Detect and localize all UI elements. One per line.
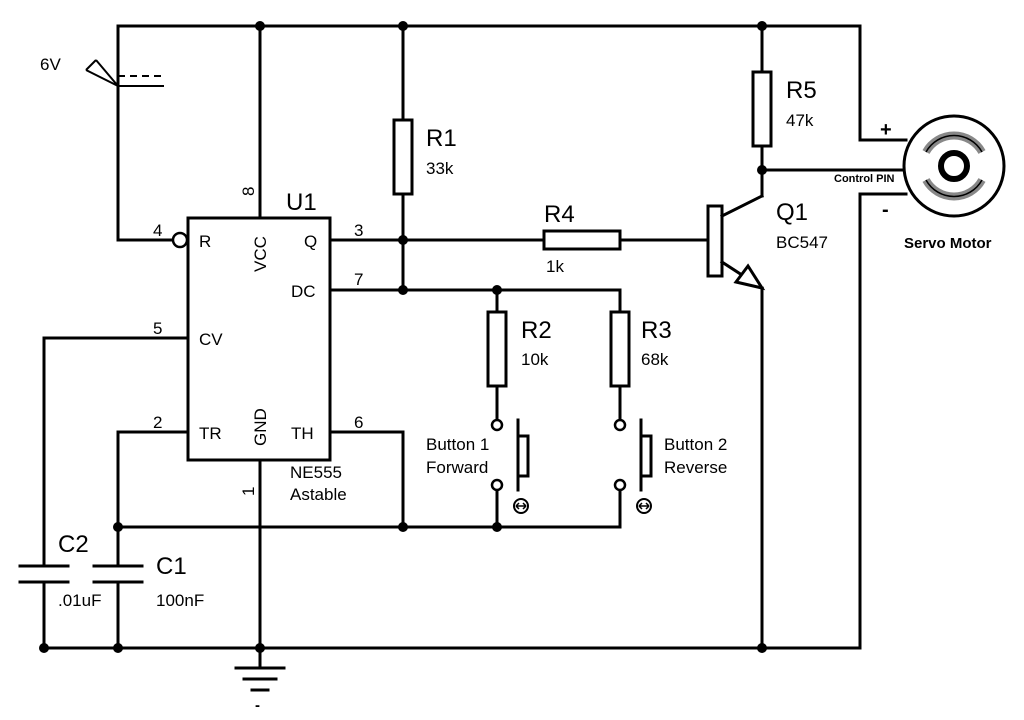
r1-value: 33k <box>426 159 454 178</box>
emitter-arrow <box>733 263 766 291</box>
pin-num-7: 7 <box>354 270 363 289</box>
q1-part: BC547 <box>776 233 828 252</box>
ic-555: U1 NE555 Astable R Q DC CV TR TH VCC GND… <box>153 187 363 504</box>
junction-dot <box>398 21 408 31</box>
capacitor-c2: C2 .01uF <box>18 531 101 610</box>
r1-ref: R1 <box>426 125 457 152</box>
button-2-label: Button 2 <box>664 435 727 454</box>
junction-dot <box>255 21 265 31</box>
servo-motor-label: Servo Motor <box>904 235 992 252</box>
pin-num-5: 5 <box>153 319 162 338</box>
button-2-switch: Button 2 Reverse <box>613 418 727 514</box>
r2-value: 10k <box>521 350 549 369</box>
junction-dot <box>39 643 49 653</box>
resistor-r2: R2 10k <box>486 310 552 388</box>
transistor-q1: Q1 BC547 <box>706 193 828 291</box>
motor-minus-label: - <box>882 199 889 221</box>
junction-dot <box>113 643 123 653</box>
motor-plus-label: + <box>880 119 892 141</box>
pin-num-8: 8 <box>239 187 258 196</box>
r4-ref: R4 <box>544 201 575 228</box>
button-1-switch: Button 1 Forward <box>426 418 530 514</box>
junction-dot <box>757 643 767 653</box>
c1-value: 100nF <box>156 591 204 610</box>
ic-part: NE555 <box>290 463 342 482</box>
ground-label: - <box>255 697 260 714</box>
junction-dot <box>492 522 502 532</box>
pin-num-6: 6 <box>354 413 363 432</box>
resistor-r4: R4 1k <box>542 201 622 276</box>
r3-ref: R3 <box>641 317 672 344</box>
wires <box>42 24 908 670</box>
supply-6v: 6V <box>40 55 164 87</box>
junction-dot <box>757 21 767 31</box>
button-2-direction: Reverse <box>664 458 727 477</box>
junction-dot <box>492 285 502 295</box>
supply-label: 6V <box>40 55 61 74</box>
r5-ref: R5 <box>786 77 817 104</box>
r4-value: 1k <box>546 257 564 276</box>
pin-num-1: 1 <box>239 487 258 496</box>
r2-ref: R2 <box>521 317 552 344</box>
pin-num-4: 4 <box>153 221 162 240</box>
r3-value: 68k <box>641 350 669 369</box>
junction-dot <box>757 165 767 175</box>
reset-inversion-bubble <box>171 231 189 249</box>
ic-ref: U1 <box>286 189 317 216</box>
q1-ref: Q1 <box>776 199 808 226</box>
ic-mode: Astable <box>290 485 347 504</box>
pin-name-q: Q <box>304 232 317 251</box>
button-2-actuator-icon <box>636 498 652 514</box>
c1-ref: C1 <box>156 553 187 580</box>
junctions <box>39 21 767 653</box>
resistor-r3: R3 68k <box>609 310 672 388</box>
pin-name-gnd: GND <box>251 408 270 446</box>
junction-dot <box>398 285 408 295</box>
junction-dot <box>398 522 408 532</box>
pin-num-3: 3 <box>354 221 363 240</box>
c2-value: .01uF <box>58 591 101 610</box>
pin-name-r: R <box>199 232 211 251</box>
pin-name-vcc: VCC <box>251 236 270 272</box>
pin-num-2: 2 <box>153 413 162 432</box>
control-pin-label: Control PIN <box>834 173 895 185</box>
pin-name-cv: CV <box>199 330 223 349</box>
pin-name-th: TH <box>291 424 314 443</box>
button-1-label: Button 1 <box>426 435 489 454</box>
c2-ref: C2 <box>58 531 89 558</box>
pin-name-dc: DC <box>291 282 316 301</box>
capacitor-c1: C1 100nF <box>92 553 204 610</box>
junction-dot <box>398 235 408 245</box>
junction-dot <box>113 522 123 532</box>
resistor-r1: R1 33k <box>392 118 457 196</box>
button-1-direction: Forward <box>426 458 488 477</box>
pin-name-tr: TR <box>199 424 222 443</box>
ground-symbol: - <box>234 666 286 714</box>
button-1-actuator-icon <box>513 498 529 514</box>
r5-value: 47k <box>786 111 814 130</box>
servo-motor: Servo Motor Control PIN + - <box>834 114 1006 252</box>
ic-body <box>186 216 332 462</box>
resistor-r5: R5 47k <box>751 70 817 148</box>
junction-dot <box>255 643 265 653</box>
